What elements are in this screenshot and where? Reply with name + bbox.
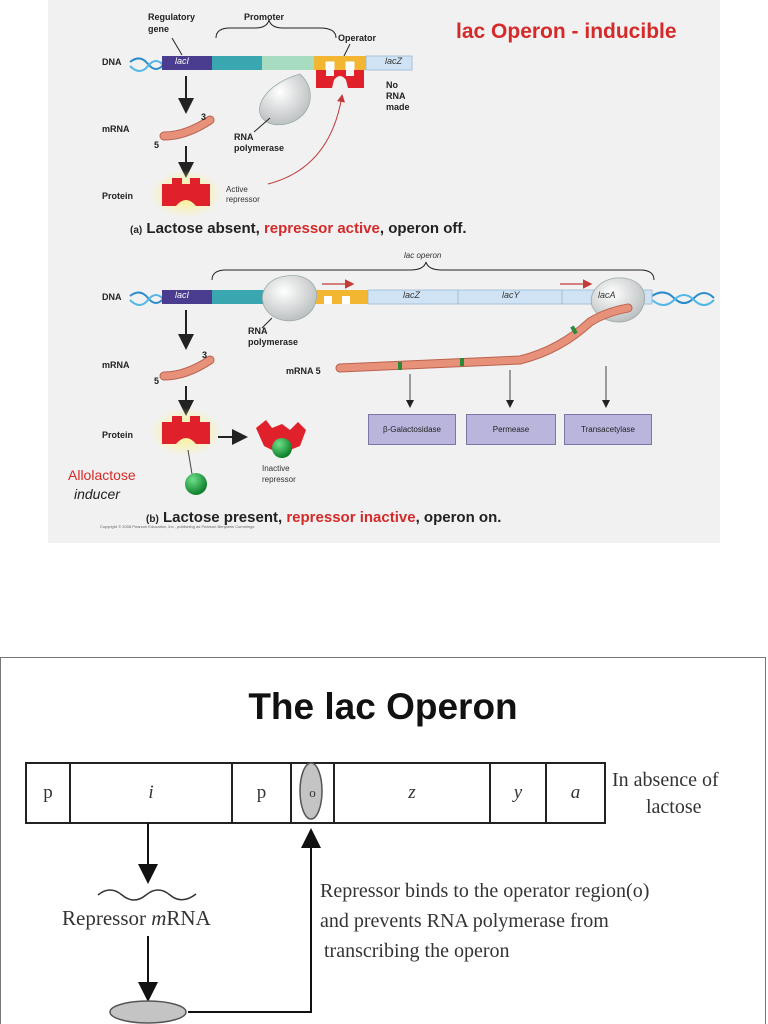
enzyme-box-1: β-Galactosidase <box>368 414 456 445</box>
active-label-1: Active <box>226 185 248 194</box>
operator-pointer <box>343 43 351 57</box>
lac-operon-bracket <box>211 261 655 281</box>
bottom-diagram-panel <box>0 657 766 1024</box>
rna-pol-label-a1: RNA <box>234 132 254 142</box>
enzyme-box-3: Transacetylase <box>564 414 652 445</box>
lacz-label-b: lacZ <box>403 290 421 300</box>
rna-polymerase-b1 <box>262 275 317 322</box>
cell-y: y <box>513 782 523 803</box>
allolactose-label: Allolactose <box>68 467 136 483</box>
mrna-marker-1 <box>398 362 402 370</box>
absence-line-2: lactose <box>646 796 702 818</box>
three-prime-b: 3 <box>202 350 208 360</box>
three-prime-a: 3 <box>201 112 207 122</box>
cell-i: i <box>148 782 154 803</box>
promoter-bracket <box>215 19 337 39</box>
inducer-label: inducer <box>74 486 120 502</box>
rna-polymerase-a <box>259 73 311 126</box>
copyright-text: Copyright © 2008 Pearson Education, Inc.… <box>100 524 255 529</box>
inactive-repressor <box>256 420 306 454</box>
laca-label-b: lacA <box>598 290 616 300</box>
absence-line-1: In absence of <box>612 769 719 791</box>
dna-helix-right-b <box>651 291 715 306</box>
allolactose-inducer <box>185 473 207 495</box>
cell-o: o <box>309 785 316 800</box>
enzyme-box-2: Permease <box>466 414 556 445</box>
promoter-label: Promoter <box>244 12 285 22</box>
protein-label-a: Protein <box>102 191 134 201</box>
rna-polymerase-pointer-b <box>261 317 273 329</box>
caption-b: (b) Lactose present, repressor inactive,… <box>146 509 502 526</box>
dna-label-b: DNA <box>102 292 122 302</box>
mrna5-label: mRNA 5 <box>286 366 321 376</box>
mrna-label-a: mRNA <box>102 124 130 134</box>
top-diagram-panel <box>48 0 720 543</box>
bound-repressor-a <box>316 70 364 88</box>
cell-p1: p <box>43 782 53 803</box>
laci-label-b: lacI <box>175 290 190 300</box>
top-title: lac Operon - inducible <box>456 20 677 43</box>
binds-line-1: Repressor binds to the operator region(o… <box>320 880 650 902</box>
repressor-mrna-label: Repressor mRNA <box>62 906 211 930</box>
lacy-label-b: lacY <box>502 290 520 300</box>
mrna-marker-2 <box>460 358 464 366</box>
operator-notch-b <box>324 296 350 304</box>
dna-helix-left-a <box>129 57 165 72</box>
lacz-segment-a <box>365 55 413 71</box>
inactive-label-1: Inactive <box>262 464 290 473</box>
promoter-blue-a <box>212 56 262 70</box>
operator-oval <box>299 762 323 820</box>
cell-p2: p <box>256 782 267 803</box>
protein-label-b: Protein <box>102 430 134 440</box>
binding-arrow-a <box>267 94 345 185</box>
laci-segment-b <box>162 290 212 304</box>
gene-label: gene <box>148 24 170 34</box>
five-prime-b: 5 <box>154 376 160 386</box>
promoter-green-a <box>262 56 314 70</box>
repressor-to-operator-arrow <box>188 828 321 1013</box>
dna-label-a: DNA <box>102 57 122 67</box>
mrna-squiggle <box>97 889 197 901</box>
mrna-label-b: mRNA <box>102 360 130 370</box>
lacz-label-a: lacZ <box>385 56 403 66</box>
operon-bar <box>25 762 606 824</box>
bottom-title: The lac Operon <box>248 686 518 727</box>
laci-label-a: lacI <box>175 56 190 66</box>
laci-segment-a <box>162 56 212 70</box>
rna-pol-label-b2: polymerase <box>248 337 299 347</box>
caption-a: (a) Lactose absent, repressor active, op… <box>130 220 467 237</box>
lac-operon-label: lac operon <box>404 251 442 260</box>
regulatory-gene-pointer <box>171 37 183 56</box>
made-label: made <box>386 102 410 112</box>
rna-label: RNA <box>386 91 406 101</box>
active-label-2: repressor <box>226 195 260 204</box>
operator-label: Operator <box>338 33 377 43</box>
inactive-label-2: repressor <box>262 475 296 484</box>
binds-line-3: transcribing the operon <box>324 940 510 962</box>
dna-helix-left-b <box>129 291 165 306</box>
rna-pol-label-b1: RNA <box>248 326 268 336</box>
cell-a: a <box>570 782 581 803</box>
no-label: No <box>386 80 398 90</box>
promoter-blue-b <box>212 290 266 304</box>
repressor-oval <box>109 1000 187 1024</box>
top-diagram-graphics <box>129 19 715 495</box>
active-repressor-a <box>162 178 210 206</box>
mrna-marker-3 <box>570 325 578 335</box>
operator-notch-a <box>325 61 355 70</box>
rna-pol-label-a2: polymerase <box>234 143 285 153</box>
cell-z: z <box>408 782 416 803</box>
five-prime-a: 5 <box>154 140 160 150</box>
binds-line-2: and prevents RNA polymerase from <box>320 910 609 932</box>
regulatory-label: Regulatory <box>148 12 196 22</box>
rna-polymerase-pointer-a <box>253 117 271 133</box>
repressor-protein-b <box>162 416 210 444</box>
inducer-pointer <box>187 449 193 475</box>
inducer-bound <box>272 438 292 458</box>
